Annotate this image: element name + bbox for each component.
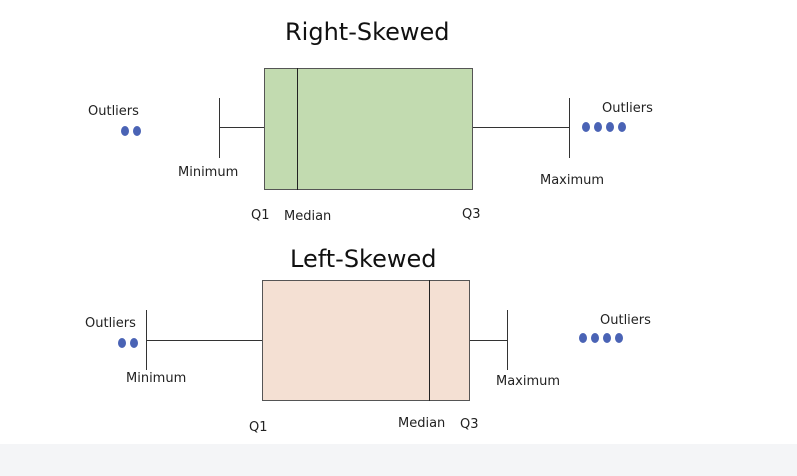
outlier-dot	[603, 333, 611, 343]
left-skewed-title: Left-Skewed	[290, 245, 437, 273]
right-minimum-label: Minimum	[178, 165, 239, 180]
right-q3-label: Q3	[462, 207, 481, 222]
outlier-dot	[121, 126, 129, 136]
right-upper-whisker	[473, 127, 569, 128]
left-upper-whisker	[470, 340, 507, 341]
right-outliers-low-label: Outliers	[88, 104, 139, 119]
right-maximum-label: Maximum	[540, 173, 605, 188]
left-median-line	[429, 280, 430, 401]
right-q1-label: Q1	[251, 208, 270, 223]
left-q3-label: Q3	[460, 417, 479, 432]
left-outliers-low-label: Outliers	[85, 316, 136, 331]
left-max-cap	[507, 310, 508, 370]
right-max-cap	[569, 98, 570, 158]
left-q1-label: Q1	[249, 420, 268, 435]
outlier-dot	[606, 122, 614, 132]
right-lower-whisker	[219, 127, 264, 128]
diagram-canvas: Right-Skewed Outliers Outliers Minimum M…	[85, 18, 653, 435]
right-outliers-high-label: Outliers	[602, 101, 653, 116]
left-median-label: Median	[398, 416, 446, 431]
outlier-dot	[618, 122, 626, 132]
right-min-cap	[219, 98, 220, 158]
right-iqr-box	[264, 68, 473, 190]
left-lower-whisker	[146, 340, 262, 341]
outlier-dot	[130, 338, 138, 348]
outlier-dot	[579, 333, 587, 343]
footer-band	[0, 444, 797, 476]
right-skewed-title: Right-Skewed	[285, 18, 450, 46]
left-iqr-box	[262, 280, 470, 401]
outlier-dot	[133, 126, 141, 136]
outlier-dot	[615, 333, 623, 343]
outlier-dot	[582, 122, 590, 132]
outlier-dot	[118, 338, 126, 348]
outlier-dot	[594, 122, 602, 132]
outlier-dot	[591, 333, 599, 343]
right-median-line	[297, 68, 298, 190]
left-minimum-label: Minimum	[126, 371, 187, 386]
left-outliers-high-label: Outliers	[600, 313, 651, 328]
left-maximum-label: Maximum	[496, 374, 561, 389]
right-median-label: Median	[284, 209, 332, 224]
